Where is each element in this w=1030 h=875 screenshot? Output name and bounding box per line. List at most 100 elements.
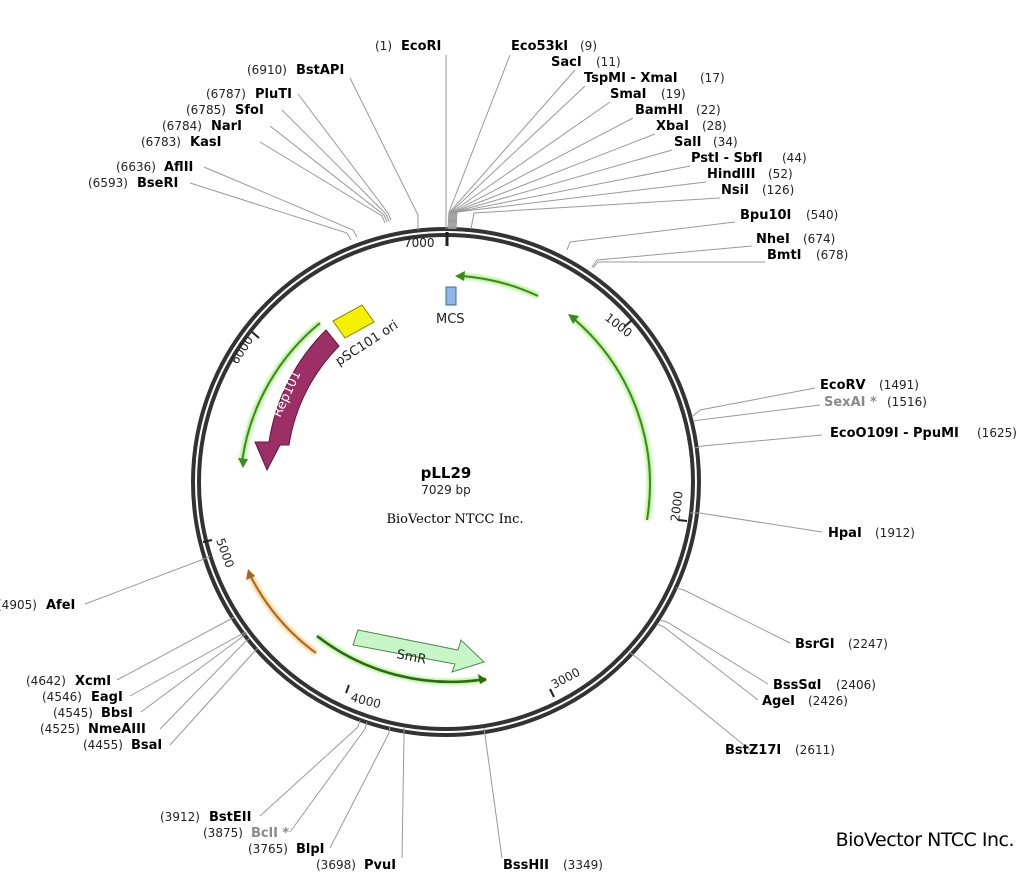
site-pos-ecorv: (1491) [879, 378, 919, 392]
site-name-bseri: BseRI [137, 176, 178, 191]
site-pos-pvui: (3698) [316, 858, 356, 872]
tick-mark-5000 [202, 539, 213, 543]
site-name-smai: SmaI [610, 87, 647, 102]
site-pos-ecori: (1) [375, 39, 392, 53]
site-name-ecoo109i-ppumi: EcoO109I - PpuMI [830, 426, 959, 441]
site-name-sfoi: SfoI [235, 103, 264, 118]
site-name-bstz17i: BstZ17I [725, 743, 781, 758]
site-pos-eco53ki: (9) [580, 39, 597, 53]
orf-arrow-head-5 [246, 569, 255, 580]
scale-tick-labels: 1000 2000 3000 4000 5000 6000 7000 [213, 236, 686, 711]
site-name-bsssai: BssSαI [773, 678, 822, 693]
site-pos-blpi: (3765) [248, 842, 288, 856]
site-name-bsrgi: BsrGI [795, 637, 835, 652]
site-name-nsii: NsiI [721, 183, 749, 198]
site-pos-eagi: (4546) [42, 690, 82, 704]
site-labels: (1) EcoRI Eco53kI (9) SacI (11) TspMI - … [0, 39, 1017, 873]
site-name-nari: NarI [211, 119, 242, 134]
site-pos-xcmi: (4642) [26, 674, 66, 688]
site-pos-nhei: (674) [803, 232, 835, 246]
mcs-feature [445, 286, 457, 306]
site-pos-sali: (34) [713, 135, 738, 149]
scale-ticks [202, 232, 688, 698]
site-pos-bcli: (3875) [203, 826, 243, 840]
site-name-pluti: PluTI [255, 87, 292, 102]
orf-arrow-head-3 [238, 458, 248, 468]
tick-label-7000: 7000 [404, 236, 435, 250]
site-name-psti-sbfi: PstI - SbfI [691, 151, 763, 166]
site-name-bcli: BclI * [251, 826, 289, 841]
site-name-pvui: PvuI [364, 858, 396, 873]
site-pos-xbai: (28) [702, 119, 727, 133]
site-pos-bmti: (678) [816, 248, 848, 262]
site-name-bamhi: BamHI [635, 103, 683, 118]
site-pos-tspmi-xmai: (17) [700, 71, 725, 85]
center-brand: BioVector NTCC Inc. [386, 512, 523, 527]
tick-mark-3000 [549, 688, 555, 698]
site-name-xbai: XbaI [656, 119, 689, 134]
site-name-nhei: NheI [756, 232, 790, 247]
site-name-hpai: HpaI [828, 526, 862, 541]
site-pos-bsrgi: (2247) [848, 637, 888, 651]
site-name-eco53ki: Eco53kI [511, 39, 568, 54]
site-name-tspmi-xmai: TspMI - XmaI [584, 71, 678, 86]
rep101-feature [254, 329, 340, 472]
site-pos-smai: (19) [661, 87, 686, 101]
site-pos-nmeaiii: (4525) [40, 722, 80, 736]
tick-label-4000: 4000 [349, 690, 382, 711]
site-pos-bsshii: (3349) [563, 858, 603, 872]
site-leader-lines [84, 54, 823, 859]
site-name-nmeaiii: NmeAIII [88, 722, 146, 737]
corner-brand: BioVector NTCC Inc. [835, 829, 1015, 851]
site-name-bpu10i: Bpu10I [740, 208, 791, 223]
site-pos-bstz17i: (2611) [795, 743, 835, 757]
site-name-agei: AgeI [762, 694, 795, 709]
plasmid-name: pLL29 [421, 464, 472, 482]
site-name-bstapi: BstAPI [296, 63, 344, 78]
site-pos-bsteii: (3912) [160, 810, 200, 824]
site-pos-sexai: (1516) [887, 395, 927, 409]
site-pos-hindiii: (52) [768, 167, 793, 181]
site-name-bmti: BmtI [767, 248, 802, 263]
plasmid-length: 7029 bp [421, 483, 471, 497]
site-pos-nari: (6784) [162, 119, 202, 133]
site-pos-bsssai: (2406) [836, 678, 876, 692]
site-name-ecorv: EcoRV [820, 378, 866, 393]
site-pos-pluti: (6787) [206, 87, 246, 101]
orf-arrow-head-1 [455, 271, 465, 281]
site-pos-afei: (4905) [0, 598, 37, 612]
site-name-blpi: BlpI [296, 842, 325, 857]
site-pos-bbsi: (4545) [53, 706, 93, 720]
site-name-afei: AfeI [46, 598, 75, 613]
smr-label: SmR [395, 647, 427, 667]
tick-mark-2000 [677, 519, 688, 522]
orf-arrow-head-2 [568, 314, 579, 324]
site-name-bbsi: BbsI [101, 706, 133, 721]
site-pos-bamhi: (22) [696, 103, 721, 117]
smr-feature [352, 629, 485, 673]
tick-label-3000: 3000 [549, 665, 583, 692]
tick-mark-1000 [623, 319, 633, 328]
site-pos-agei: (2426) [808, 694, 848, 708]
orf-arcs [238, 271, 653, 685]
site-name-ecori: EcoRI [401, 39, 441, 54]
site-pos-bsai: (4455) [83, 738, 123, 752]
mcs-label: MCS [436, 312, 465, 327]
site-name-xcmi: XcmI [75, 674, 111, 689]
orf-arrow-head-4 [478, 674, 487, 684]
site-name-saci: SacI [551, 55, 582, 70]
tick-mark-4000 [345, 684, 350, 694]
tick-mark-6000 [251, 331, 260, 339]
psc101-ori-feature [332, 304, 375, 339]
site-pos-ecoo109i-ppumi: (1625) [977, 426, 1017, 440]
site-name-aflii: AflII [164, 160, 193, 175]
site-pos-kasi: (6783) [141, 135, 181, 149]
site-name-hindiii: HindIII [707, 167, 755, 182]
site-name-bsai: BsaI [131, 738, 162, 753]
site-pos-saci: (11) [596, 55, 621, 69]
site-name-sexai: SexAI * [824, 395, 877, 410]
site-name-sali: SalI [674, 135, 701, 150]
site-pos-aflii: (6636) [116, 160, 156, 174]
